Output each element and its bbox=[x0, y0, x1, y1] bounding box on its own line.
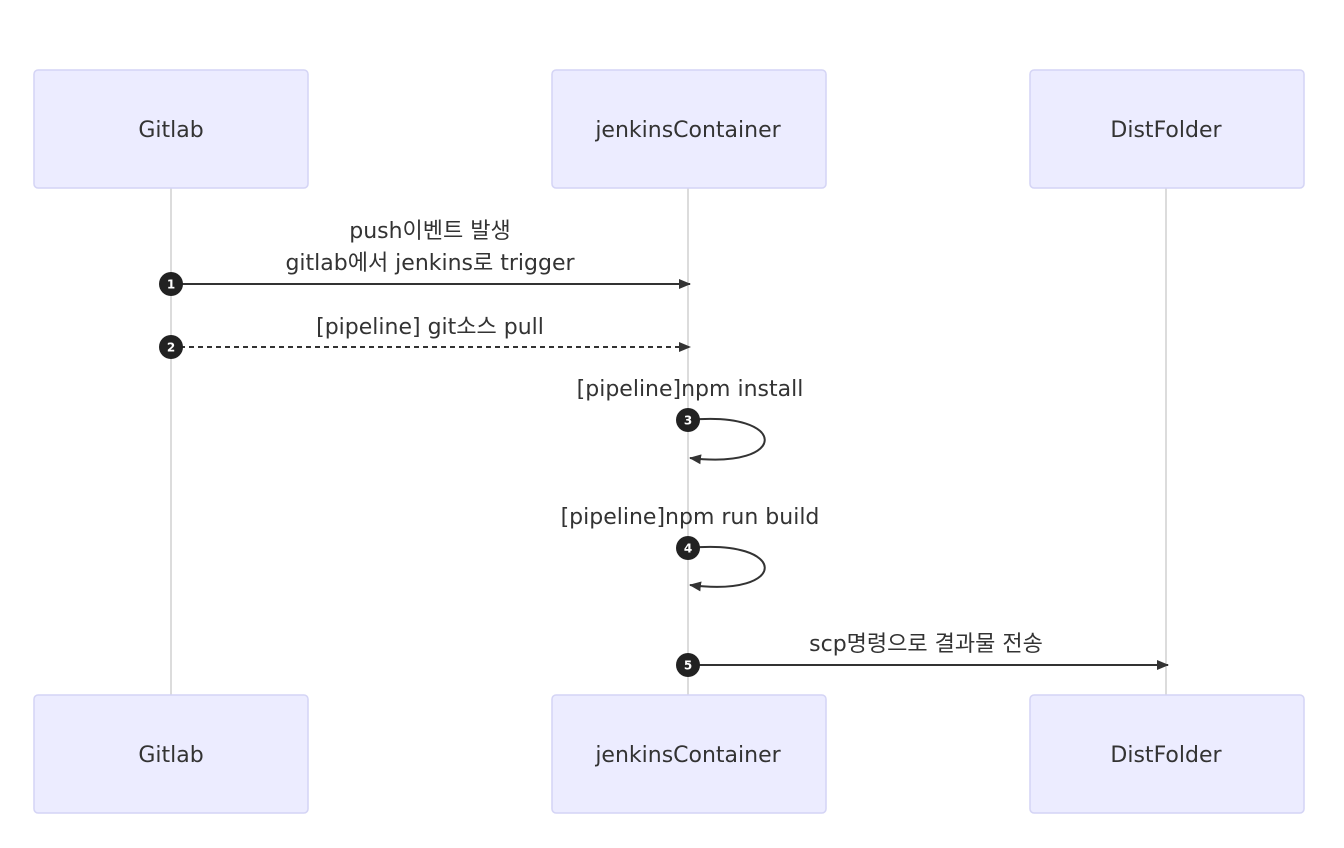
actor-jenkins-top: jenkinsContainer bbox=[551, 69, 827, 189]
self-loop-arrow bbox=[687, 545, 766, 592]
actor-gitlab-bottom: Gitlab bbox=[33, 694, 309, 814]
message-2: [pipeline] git소스 pull 2 bbox=[159, 315, 691, 359]
sequence-number: 5 bbox=[684, 659, 692, 673]
sequence-number-badge bbox=[676, 653, 700, 677]
message-1: push이벤트 발생 gitlab에서 jenkins로 trigger 1 bbox=[159, 219, 691, 296]
sequence-number-badge bbox=[159, 335, 183, 359]
sequence-number-badge bbox=[159, 272, 183, 296]
actor-label: jenkinsContainer bbox=[594, 743, 781, 768]
message-label: push이벤트 발생 bbox=[349, 219, 511, 244]
actor-label: DistFolder bbox=[1110, 118, 1222, 143]
actor-dist-bottom: DistFolder bbox=[1029, 694, 1305, 814]
actor-jenkins-bottom: jenkinsContainer bbox=[551, 694, 827, 814]
actor-label: Gitlab bbox=[138, 743, 203, 768]
sequence-number: 3 bbox=[684, 414, 692, 428]
message-3-self: [pipeline]npm install 3 bbox=[577, 377, 804, 465]
actor-label: Gitlab bbox=[138, 118, 203, 143]
self-loop-arrow bbox=[687, 417, 766, 465]
actor-label: DistFolder bbox=[1110, 743, 1222, 768]
actor-label: jenkinsContainer bbox=[594, 118, 781, 143]
message-label: scp명령으로 결과물 전송 bbox=[809, 632, 1043, 657]
sequence-number: 1 bbox=[167, 278, 175, 292]
message-4-self: [pipeline]npm run build 4 bbox=[561, 505, 820, 592]
message-label: [pipeline] git소스 pull bbox=[316, 315, 544, 340]
sequence-number-badge bbox=[676, 536, 700, 560]
message-label: gitlab에서 jenkins로 trigger bbox=[285, 251, 575, 276]
sequence-number: 2 bbox=[167, 341, 175, 355]
actor-dist-top: DistFolder bbox=[1029, 69, 1305, 189]
sequence-number: 4 bbox=[684, 542, 692, 556]
message-5: scp명령으로 결과물 전송 5 bbox=[676, 632, 1169, 677]
actor-gitlab-top: Gitlab bbox=[33, 69, 309, 189]
message-label: [pipeline]npm install bbox=[577, 377, 804, 402]
message-label: [pipeline]npm run build bbox=[561, 505, 820, 530]
sequence-number-badge bbox=[676, 408, 700, 432]
